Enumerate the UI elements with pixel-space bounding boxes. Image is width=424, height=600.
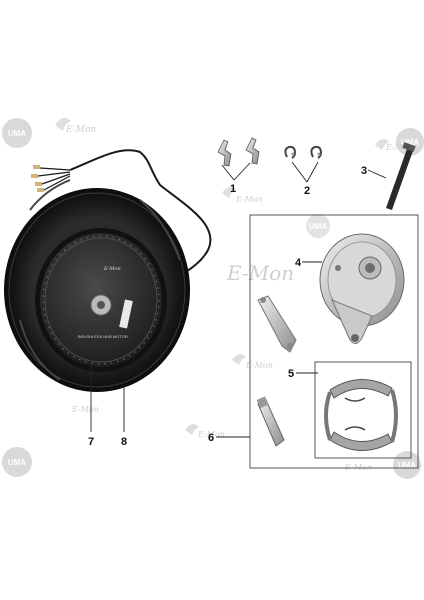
callout-2: 2: [304, 185, 310, 197]
leaf-watermark-icon: [375, 139, 389, 150]
leaf-watermark-icon: [185, 424, 199, 435]
svg-text:UMA: UMA: [309, 222, 327, 231]
clamp-part-2: [284, 145, 323, 159]
brake-cam-part-6: [256, 396, 285, 447]
leader-lines: [90, 161, 387, 438]
emon-watermark-2: E-Mon: [235, 195, 263, 204]
shoe-spring-icon: [344, 397, 366, 402]
uma-logo-watermark-center: UMA: [306, 214, 330, 238]
svg-text:UMA: UMA: [401, 138, 419, 147]
callout-7: 7: [88, 436, 94, 448]
hub-rim-text: BRUSHLESS HUB MOTOR: [78, 334, 128, 339]
assembly-frame: [249, 214, 419, 469]
brake-lever: [257, 295, 297, 353]
emon-watermark-3: E-Mon: [385, 143, 413, 152]
hub-motor-part-7: E-Mon BRUSHLESS HUB MOTOR: [35, 228, 167, 372]
callout-5: 5: [288, 368, 294, 380]
callout-8: 8: [121, 436, 127, 448]
svg-text:UMA: UMA: [8, 458, 26, 467]
emon-watermark-6: E-Mon: [197, 430, 225, 439]
callout-4: 4: [295, 257, 302, 269]
uma-logo-watermark-bottom-right: UMA: [393, 451, 421, 479]
hub-brand-label: E-Mon: [103, 266, 121, 272]
cable-connector-tips: [31, 165, 44, 192]
svg-text:UMA: UMA: [398, 461, 416, 470]
callout-3: 3: [361, 165, 367, 177]
leaf-watermark-icon: [232, 354, 246, 365]
emon-watermark-1: E-Mon: [65, 125, 96, 135]
emon-watermark-large: E-Mon: [226, 261, 294, 285]
clamp-screw-icons: [291, 152, 321, 156]
uma-logo-watermark-bottom-left: UMA: [2, 447, 32, 477]
brake-plate-part-4: [319, 233, 405, 344]
emon-watermark-4: E-Mon: [245, 361, 273, 370]
bracket-part-1: [217, 137, 260, 167]
uma-logo-watermark-top-right: UMA: [396, 128, 424, 156]
hub-sticker: [119, 299, 133, 329]
shoe-spring-icon: [344, 426, 366, 431]
brake-shoes-part-5: [314, 361, 412, 459]
leaf-watermark-icon: [222, 187, 236, 198]
strap-part-3: [386, 142, 416, 210]
callout-1: 1: [230, 183, 236, 195]
uma-logo-watermark-top-left: UMA: [2, 118, 32, 148]
leaf-watermark-icon: [55, 117, 71, 131]
callout-6: 6: [208, 432, 214, 444]
svg-text:UMA: UMA: [8, 129, 26, 138]
emon-watermark-5: E-Mon: [71, 405, 99, 414]
